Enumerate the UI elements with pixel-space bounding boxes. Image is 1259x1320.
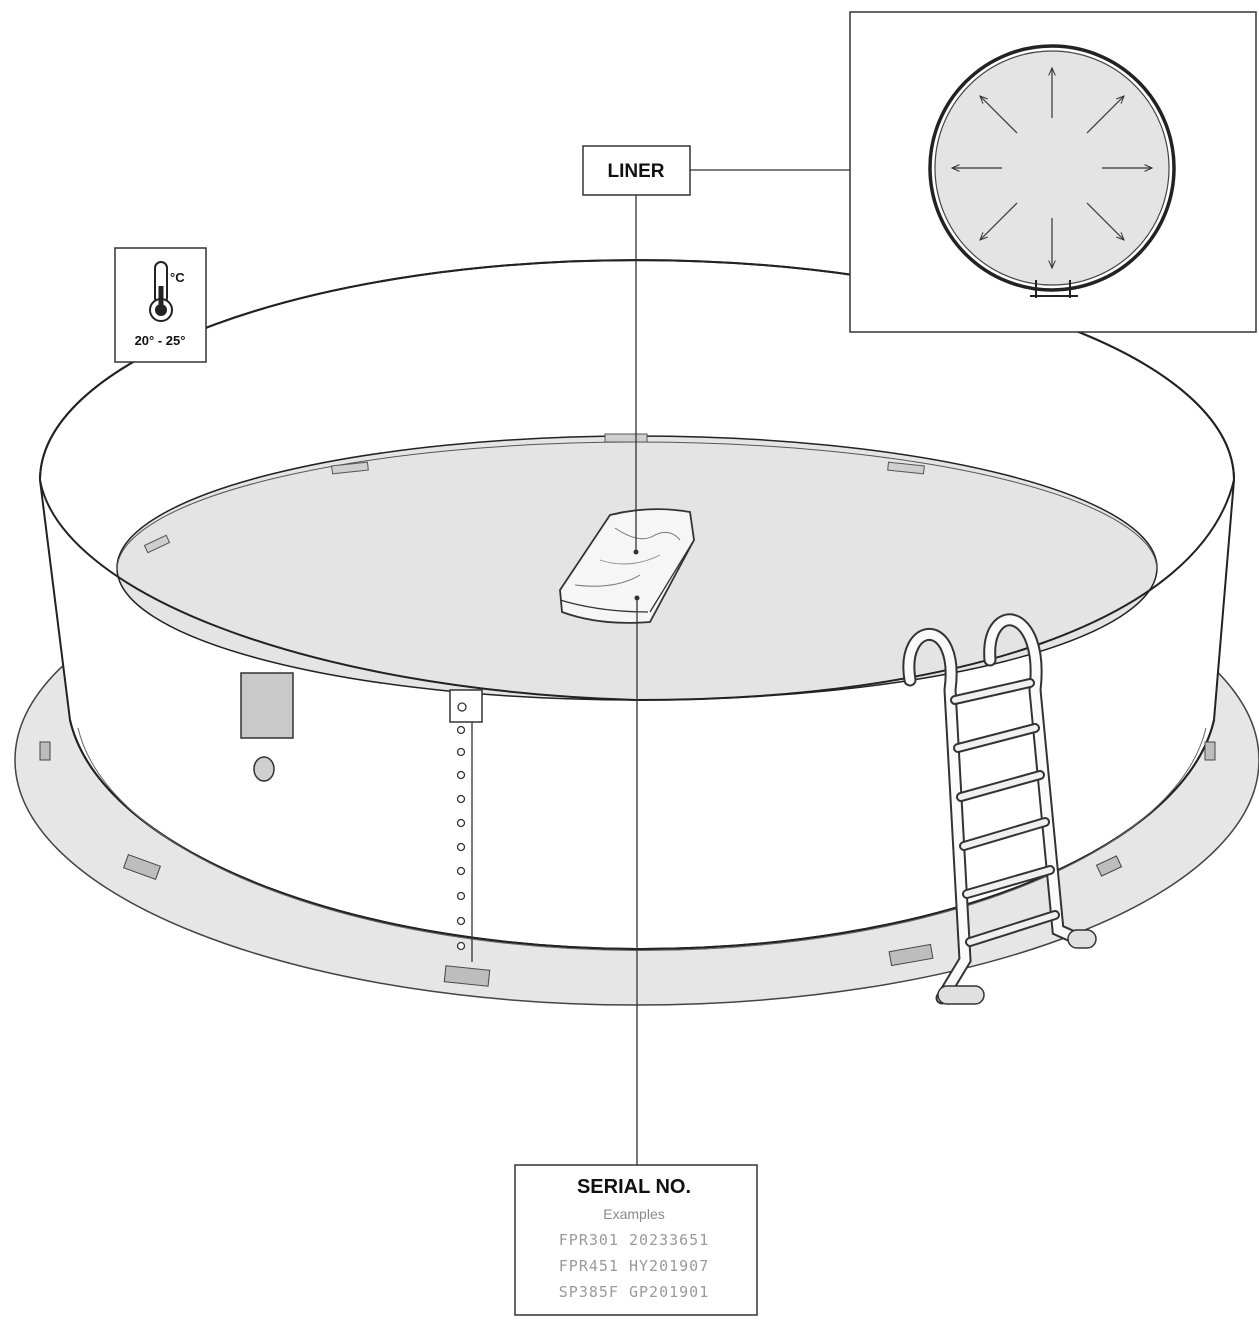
serial-example: SP385F GP201901 [559, 1283, 709, 1301]
temperature-range: 20° - 25° [135, 333, 186, 348]
pool-ladder [902, 613, 1097, 1005]
serial-subtitle: Examples [603, 1206, 664, 1222]
thermometer-icon [149, 261, 173, 322]
serial-example: FPR451 HY201907 [559, 1257, 709, 1275]
serial-example: FPR301 20233651 [559, 1231, 709, 1249]
skimmer-plate [240, 672, 294, 739]
temperature-callout: °C 20° - 25° [114, 247, 207, 363]
serial-callout: SERIAL NO. Examples FPR301 20233651 FPR4… [514, 595, 758, 1316]
liner-label: LINER [608, 161, 665, 182]
wall-seam [449, 689, 483, 962]
serial-title: SERIAL NO. [577, 1176, 691, 1198]
temperature-unit: °C [170, 270, 185, 285]
folded-liner [559, 508, 695, 624]
liner-callout: LINER [582, 145, 850, 555]
return-fitting [253, 756, 275, 782]
liner-detail-inset [849, 11, 1257, 333]
wall-top-edge [39, 259, 1235, 481]
